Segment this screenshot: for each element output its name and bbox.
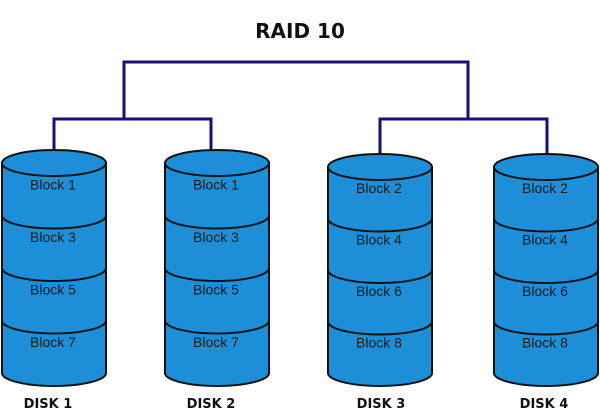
disk-body [327,166,433,387]
block-divider [164,320,270,335]
block-divider [327,321,433,336]
block-divider [1,267,107,282]
top-connector [122,60,470,118]
disk-top [1,149,107,177]
block-divider [1,215,107,230]
block-divider [493,321,599,336]
left-mirror-connector [52,117,213,156]
disk-4-label: DISK 4 [519,397,569,412]
disk-top [164,149,270,177]
disk-3-label: DISK 3 [356,397,406,412]
disk-4-block-label: Block 8 [522,335,568,351]
block-divider [164,215,270,230]
block-divider [1,320,107,335]
disk-body [164,162,270,387]
disk-1-block-label: Block 3 [30,229,76,245]
disk-3-block-label: Block 6 [356,283,402,299]
disk-2-cylinder: Block 1 Block 3 Block 5 Block 7 [164,149,270,387]
disk-2-label: DISK 2 [186,397,236,412]
diagram-title: RAID 10 [255,19,345,43]
disk-2-block-label: Block 7 [193,334,239,350]
disk-top [327,153,433,181]
block-divider [164,267,270,282]
right-mirror-connector [378,117,549,160]
disk-1-cylinder: Block 1 Block 3 Block 5 Block 7 [0,149,107,387]
disk-4-block-label: Block 4 [522,232,568,248]
block-divider [493,269,599,284]
disk-4-block-label: Block 2 [522,180,568,196]
disk-3-cylinder: Block 2 Block 4 Block 6 Block 8 [327,153,433,387]
disk-2-block-label: Block 5 [193,282,239,298]
disk-top [493,153,599,181]
disk-body [493,166,599,387]
disk-3-block-label: Block 8 [356,335,402,351]
disk-3-block-label: Block 2 [356,180,402,196]
disk-4-cylinder: Block 2 Block 4 Block 6 Block 8 [493,153,599,387]
disk-body [0,162,107,387]
block-divider [493,218,599,233]
disk-1-block-label: Block 1 [30,177,76,193]
disk-1-block-label: Block 7 [30,334,76,350]
disk-1-label: DISK 1 [23,397,73,412]
disk-1-block-label: Block 5 [30,282,76,298]
disk-2-block-label: Block 1 [193,177,239,193]
disk-3-block-label: Block 4 [356,232,402,248]
disk-4-block-label: Block 6 [522,283,568,299]
disk-2-block-label: Block 3 [193,229,239,245]
mirror-connectors [52,60,549,160]
block-divider [327,218,433,233]
block-divider [327,269,433,284]
